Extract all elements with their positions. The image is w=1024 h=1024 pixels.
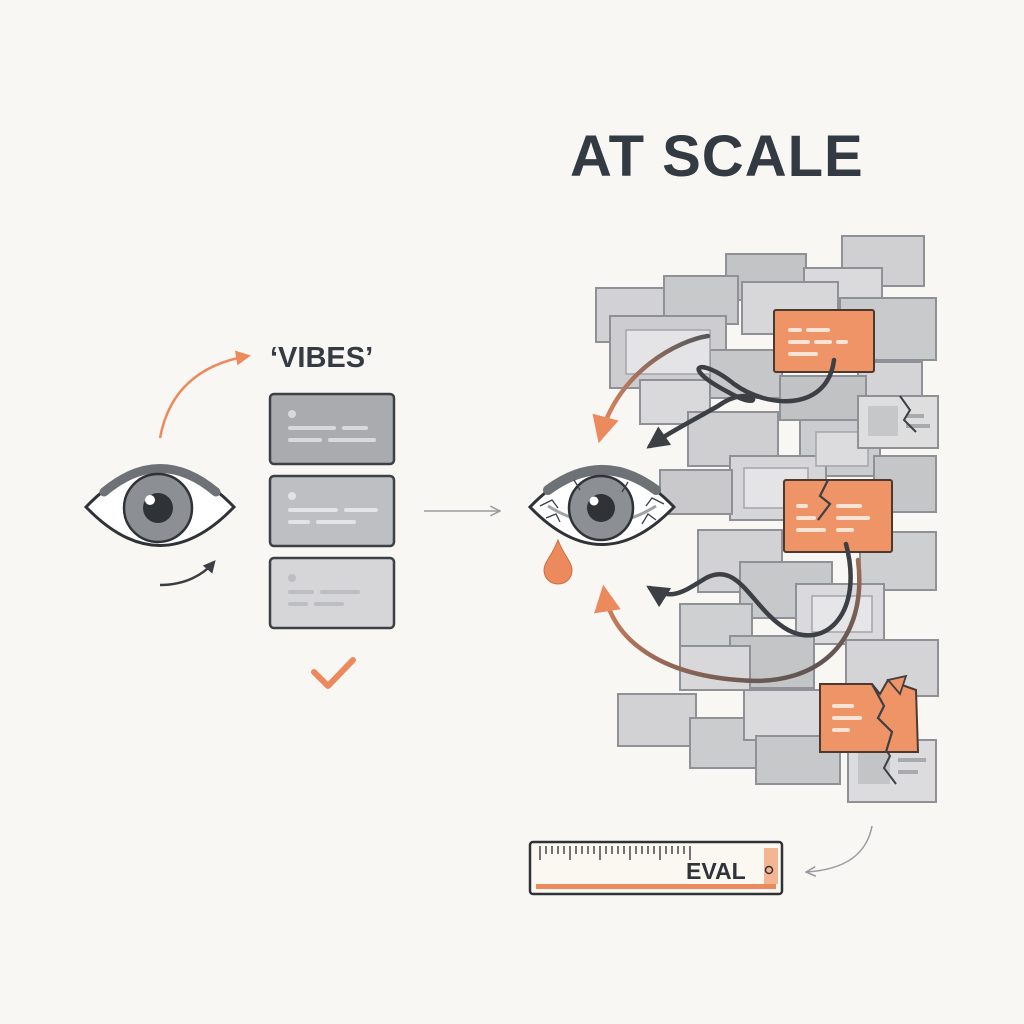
feedback-arrow-upper-orange [592, 333, 711, 444]
vibe-card [268, 474, 396, 548]
ruler-icon [528, 840, 784, 896]
ruler-label: EVAL [686, 858, 746, 884]
orange-card [773, 309, 875, 373]
teardrop-icon [543, 538, 573, 585]
feedback-arrow-upper-dark [646, 357, 837, 449]
vibes-label: ‘VIBES’ [270, 342, 374, 374]
orange-card [819, 674, 920, 753]
arrow-down-curve [159, 560, 216, 587]
left-eye-group [83, 350, 251, 587]
vibe-card-stack [268, 392, 396, 689]
feedback-arrow-lower-dark [646, 541, 853, 638]
arrow-to-ruler [806, 825, 873, 872]
vibe-card [268, 556, 396, 630]
vibe-card [268, 392, 396, 466]
page-title: AT SCALE [570, 124, 864, 189]
card-wall [595, 235, 939, 785]
bloodshot-eye-icon [527, 465, 677, 546]
orange-card [783, 479, 893, 553]
feedback-arrow-lower-orange [594, 557, 862, 684]
eye-icon [83, 464, 237, 547]
cracked-card [857, 395, 939, 449]
arrow-up-curve [158, 350, 251, 439]
checkmark-icon [311, 657, 356, 689]
